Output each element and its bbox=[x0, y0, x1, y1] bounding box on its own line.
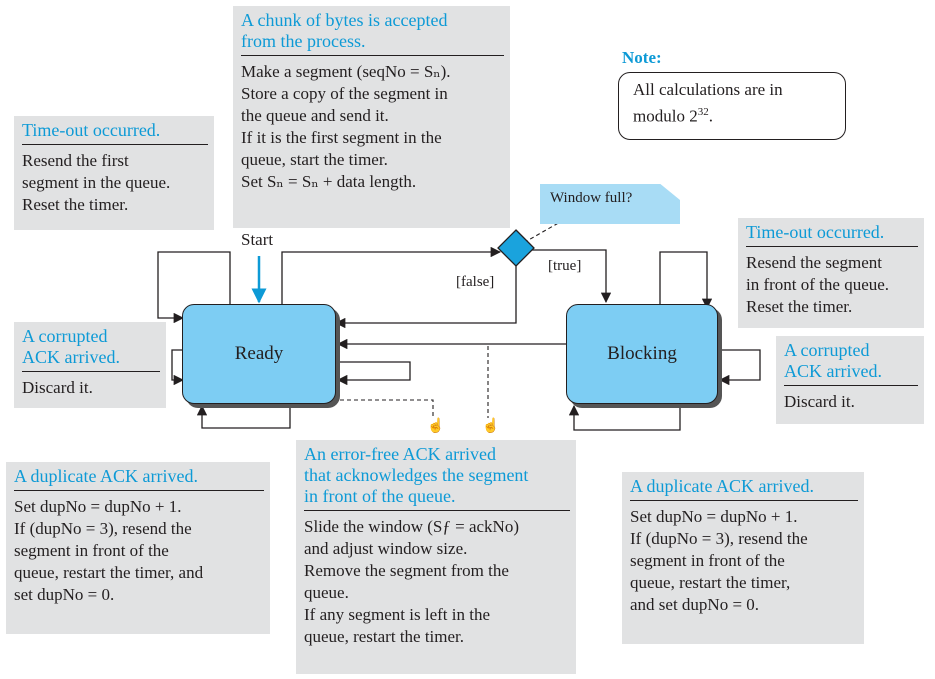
state-ready: Ready bbox=[182, 304, 336, 404]
note-box: All calculations are in modulo 232. bbox=[618, 72, 846, 140]
decision-true bbox=[530, 249, 612, 304]
dup-ack-left-box: A duplicate ACK arrived. Set dupNo = dup… bbox=[6, 462, 270, 634]
blocking-bottom-loop bbox=[568, 404, 681, 431]
event-label: A duplicate ACK arrived. bbox=[14, 466, 264, 491]
dashed-link-left bbox=[340, 399, 434, 418]
start-label: Start bbox=[241, 230, 274, 249]
action-text: Discard it. bbox=[22, 378, 93, 397]
event-label: A chunk of bytes is accepted from the pr… bbox=[241, 10, 504, 56]
action-text: Discard it. bbox=[784, 392, 855, 411]
corrupt-left-box: A corrupted ACK arrived. Discard it. bbox=[14, 322, 166, 408]
error-free-ack-box: An error-free ACK arrived that acknowled… bbox=[296, 440, 576, 674]
chunk-accepted-box: A chunk of bytes is accepted from the pr… bbox=[233, 6, 510, 228]
false-label: [false] bbox=[456, 274, 495, 290]
ready-timeout-loop bbox=[157, 251, 231, 324]
event-label: Time-out occurred. bbox=[746, 222, 918, 247]
window-full-note: Window full? bbox=[540, 184, 680, 224]
event-label: Time-out occurred. bbox=[22, 120, 208, 145]
event-label: A corrupted ACK arrived. bbox=[784, 340, 918, 386]
true-label: [true] bbox=[548, 258, 582, 274]
dup-ack-right-box: A duplicate ACK arrived. Set dupNo = dup… bbox=[622, 472, 864, 644]
note-line2: modulo 2 bbox=[633, 106, 698, 126]
note-line1: All calculations are in bbox=[633, 80, 783, 99]
decision-false bbox=[334, 262, 517, 329]
ready-bottom-loop bbox=[196, 404, 291, 429]
action-text: Set dupNo = dupNo + 1. If (dupNo = 3), r… bbox=[630, 507, 808, 614]
ready-to-decision bbox=[281, 246, 502, 306]
event-label: A corrupted ACK arrived. bbox=[22, 326, 160, 372]
blocking-timeout-loop bbox=[659, 251, 713, 310]
note-exponent: 32 bbox=[697, 106, 709, 118]
ready-right-loop bbox=[335, 361, 411, 386]
note-title: Note: bbox=[622, 48, 662, 67]
state-blocking: Blocking bbox=[566, 304, 718, 404]
action-text: Resend the segment in front of the queue… bbox=[746, 253, 890, 316]
event-label: An error-free ACK arrived that acknowled… bbox=[304, 444, 570, 511]
event-label: A duplicate ACK arrived. bbox=[630, 476, 858, 501]
window-full-label: Window full? bbox=[550, 190, 633, 206]
timeout-left-box: Time-out occurred. Resend the first segm… bbox=[14, 116, 214, 230]
action-text: Make a segment (seqNo = Sₙ). Store a cop… bbox=[241, 62, 451, 191]
blocking-corrupt-loop bbox=[717, 349, 761, 386]
corrupt-right-box: A corrupted ACK arrived. Discard it. bbox=[776, 336, 924, 424]
action-text: Resend the first segment in the queue. R… bbox=[22, 151, 171, 214]
state-label: Ready bbox=[234, 343, 284, 364]
pointer-hand-icon: ☝ bbox=[427, 419, 445, 434]
ready-corrupt-loop bbox=[171, 349, 185, 386]
timeout-right-box: Time-out occurred. Resend the segment in… bbox=[738, 218, 924, 328]
action-text: Set dupNo = dupNo + 1. If (dupNo = 3), r… bbox=[14, 497, 204, 604]
pointer-hand-icon: ☝ bbox=[482, 419, 500, 434]
action-text: Slide the window (Sƒ = ackNo) and adjust… bbox=[304, 517, 519, 646]
state-label: Blocking bbox=[607, 343, 677, 364]
decision-diamond bbox=[497, 229, 535, 267]
